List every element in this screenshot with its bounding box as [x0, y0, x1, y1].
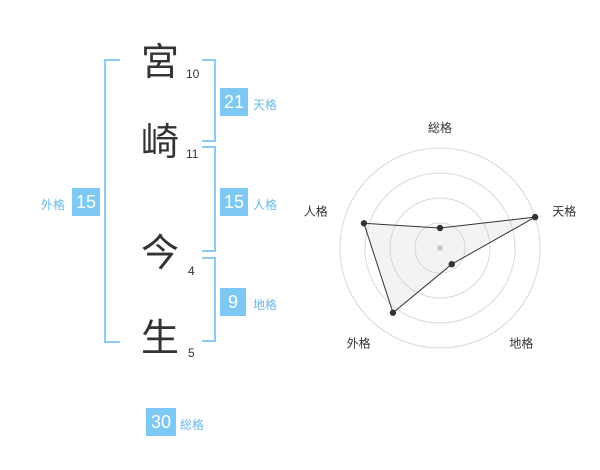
- jinkaku-label: 人格: [253, 198, 278, 212]
- radar-axis-label-4: 人格: [304, 204, 328, 219]
- radar-axis-label-1: 天格: [552, 204, 576, 219]
- name-char-4: 生: [140, 316, 179, 360]
- name-char-1: 宮: [140, 40, 179, 84]
- stroke-count-2: 11: [186, 147, 199, 161]
- radar-point-1: [531, 213, 539, 221]
- stroke-count-1: 10: [186, 67, 200, 81]
- name-char-3: 今: [140, 231, 179, 275]
- chikaku-label: 地格: [253, 298, 278, 312]
- radar-ring-1: [414, 222, 466, 274]
- radar-point-0: [436, 224, 444, 232]
- radar-point-4: [360, 220, 368, 227]
- gaikaku-value-badge: 15: [72, 188, 100, 216]
- stroke-count-3: 4: [188, 264, 195, 278]
- tenkaku-label: 天格: [253, 98, 278, 112]
- radar-point-2: [448, 260, 455, 268]
- radar-axis-label-2: 地格: [509, 335, 533, 350]
- radar-point-3: [389, 309, 397, 316]
- radar-grid: [339, 147, 541, 349]
- soukaku-value-badge: 30: [146, 408, 176, 436]
- tenkaku-value-badge: 21: [220, 88, 248, 116]
- radar-axis-label-3: 外格: [347, 335, 371, 350]
- jinkaku-bracket: [202, 146, 216, 252]
- jinkaku-value-badge: 15: [220, 188, 248, 216]
- gaikaku-bracket: [104, 59, 120, 343]
- radar-ring-3: [364, 172, 516, 324]
- tenkaku-bracket: [202, 59, 216, 142]
- name-char-2: 崎: [140, 120, 179, 164]
- chikaku-bracket: [202, 257, 216, 342]
- radar-ring-4: [339, 147, 541, 349]
- radar-data-points: [360, 213, 539, 316]
- radar-center-dot: [437, 245, 443, 251]
- stroke-count-4: 5: [188, 346, 195, 360]
- gaikaku-label: 外格: [41, 198, 66, 212]
- radar-ring-2: [389, 197, 491, 299]
- soukaku-label: 総格: [180, 418, 205, 432]
- radar-axis-label-0: 総格: [428, 120, 452, 135]
- chikaku-value-badge: 9: [220, 288, 246, 316]
